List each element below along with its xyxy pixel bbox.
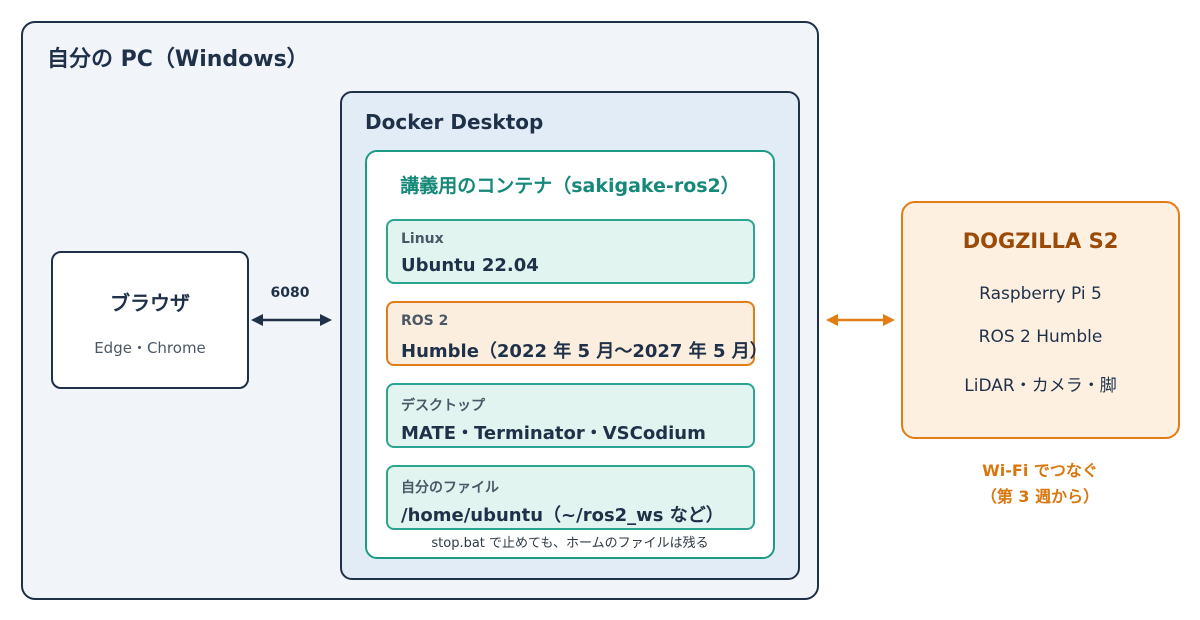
layer-label: デスクトップ [401, 398, 485, 414]
layer-value: Ubuntu 22.04 [401, 255, 539, 276]
container-note: stop.bat で止めても、ホームのファイルは残る [431, 536, 709, 551]
port-label: 6080 [270, 285, 310, 301]
layer-ros2: ROS 2 Humble（2022 年 5 月〜2027 年 5 月） [386, 301, 768, 366]
layer-linux: Linux Ubuntu 22.04 [386, 219, 755, 284]
robot-box: DOGZILLA S2 Raspberry Pi 5 ROS 2 Humble … [901, 201, 1180, 439]
layer-value: MATE・Terminator・VSCodium [401, 423, 706, 444]
layer-label: Linux [401, 231, 444, 247]
robot-title: DOGZILLA S2 [962, 229, 1119, 253]
robot-spec-hardware: LiDAR・カメラ・脚 [964, 376, 1117, 396]
robot-spec-ros: ROS 2 Humble [978, 327, 1103, 347]
layer-value: Humble（2022 年 5 月〜2027 年 5 月） [401, 341, 768, 362]
pc-title: 自分の PC（Windows） [47, 47, 309, 72]
layer-files: 自分のファイル /home/ubuntu（~/ros2_ws など） [386, 465, 755, 530]
pc-robot-arrow [826, 314, 895, 326]
wifi-schedule-label: （第 3 週から） [980, 487, 1100, 506]
layer-label: 自分のファイル [401, 480, 499, 496]
browser-title: ブラウザ [110, 291, 190, 315]
browser-docker-arrow [251, 314, 332, 326]
layer-label: ROS 2 [401, 313, 449, 329]
layer-desktop: デスクトップ MATE・Terminator・VSCodium [386, 383, 755, 448]
container-title: 講義用のコンテナ（sakigake-ros2） [400, 175, 740, 197]
container-box: 講義用のコンテナ（sakigake-ros2） Linux Ubuntu 22.… [365, 150, 775, 559]
robot-spec-board: Raspberry Pi 5 [979, 284, 1102, 304]
wifi-label: Wi-Fi でつなぐ [982, 461, 1098, 480]
docker-title: Docker Desktop [365, 110, 544, 134]
browser-box: ブラウザ Edge・Chrome [51, 251, 249, 389]
browser-subtitle: Edge・Chrome [94, 339, 206, 357]
layer-value: /home/ubuntu（~/ros2_ws など） [401, 505, 724, 526]
